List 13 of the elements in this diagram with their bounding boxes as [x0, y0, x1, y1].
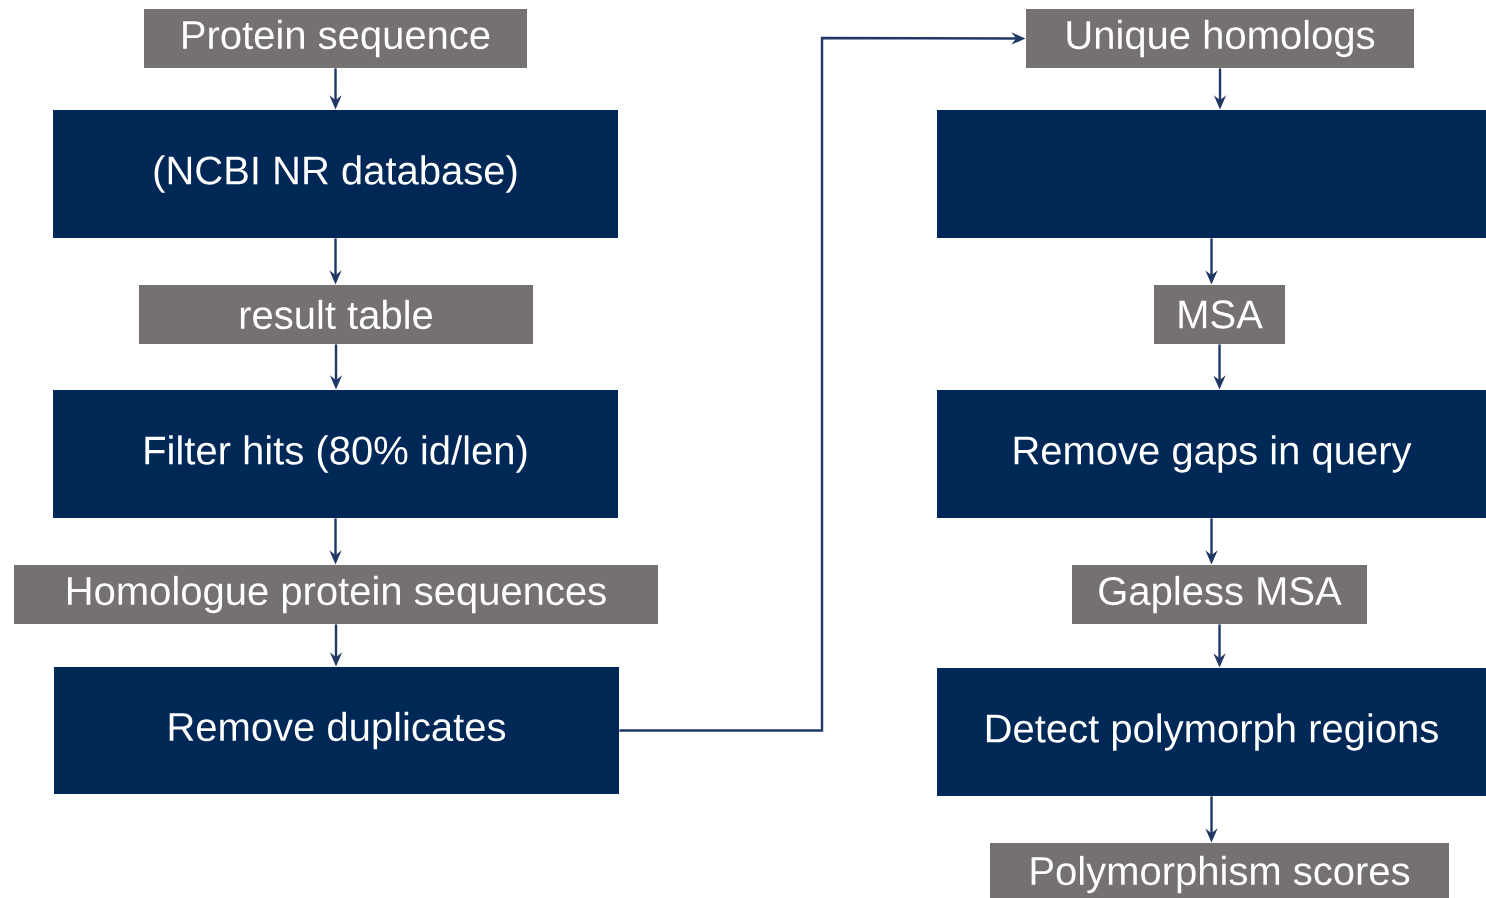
process-box: Detect polymorph regions	[937, 668, 1486, 796]
process-box: Filter hits (80% id/len)	[53, 390, 618, 518]
data-box: Protein sequence	[144, 9, 527, 68]
data-box: Unique homologs	[1026, 9, 1414, 68]
data-box: Homologue protein sequences	[14, 565, 658, 624]
process-box: (NCBI NR database)	[53, 110, 618, 238]
process-box	[937, 110, 1486, 238]
process-box: Remove duplicates	[54, 667, 619, 794]
data-box: MSA	[1154, 285, 1285, 344]
data-box: result table	[139, 285, 533, 344]
data-box: Gapless MSA	[1072, 565, 1367, 624]
data-box: Polymorphism scores	[990, 843, 1449, 898]
process-box: Remove gaps in query	[937, 390, 1486, 518]
